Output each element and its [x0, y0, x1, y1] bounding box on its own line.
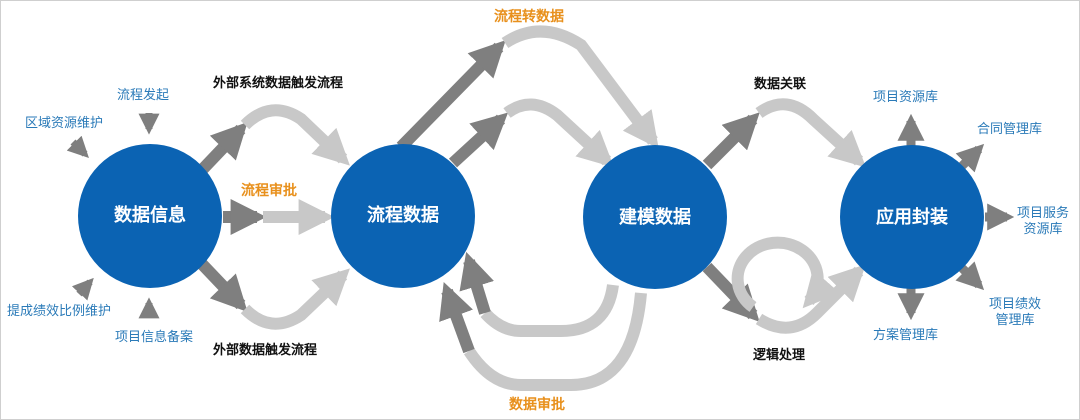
label-process-start: 流程发起 [117, 88, 170, 103]
arrow-down-dark [196, 258, 248, 312]
label-region-resource: 区域资源维护 [25, 116, 104, 131]
node-app-package-label: 应用封装 [876, 207, 948, 228]
arrow-region-resource [66, 135, 89, 158]
label-contract-mgmt: 合同管理库 [977, 122, 1043, 137]
label-external-data-trigger: 外部数据触发流程 [213, 343, 318, 358]
arrow-outer-dark [396, 40, 506, 152]
arrow-inner-light [503, 98, 615, 168]
node-modeling-data-label: 建模数据 [619, 207, 691, 228]
label-data-link: 数据关联 [754, 77, 807, 92]
label-logic-processing: 逻辑处理 [753, 348, 806, 363]
arrows-model-to-process [439, 251, 647, 391]
arrows-process-to-model [396, 25, 659, 168]
arrow-outer-light [501, 25, 659, 149]
label-project-performance-mgmt: 项目绩效管理库 [988, 297, 1041, 328]
node-modeling-data [583, 145, 727, 289]
label-commission-ratio: 提成绩效比例维护 [7, 304, 112, 319]
arrow-logic-loop [731, 236, 840, 312]
arrow-out-performance [955, 261, 985, 291]
label-project-service-resource: 项目服务资源库 [1016, 206, 1069, 237]
label-plan-mgmt: 方案管理库 [873, 328, 939, 343]
arrow-up-dark [196, 122, 248, 176]
arrow-up-light [240, 104, 350, 166]
node-process-data-label: 流程数据 [367, 205, 439, 226]
arrow-return-inner-light [480, 284, 619, 337]
arrow-logic-light [755, 264, 866, 334]
arrows-info-to-process [196, 104, 350, 330]
arrow-inner-dark [448, 112, 509, 168]
nodes [78, 144, 984, 289]
arrow-return-outer-light [463, 292, 647, 391]
node-process-data [331, 144, 475, 288]
arrow-return-inner-dark [459, 251, 494, 315]
node-app-package [840, 145, 984, 289]
arrow-down-light [240, 268, 350, 330]
label-project-filing: 项目信息备案 [115, 330, 194, 345]
arrows-model-to-app [702, 98, 867, 334]
label-process-approval: 流程审批 [241, 183, 297, 199]
input-arrows [66, 113, 160, 319]
node-data-info-label: 数据信息 [114, 205, 186, 226]
node-data-info [78, 144, 222, 288]
label-process-to-data: 流程转数据 [494, 9, 564, 25]
arrow-out-contract [955, 143, 985, 173]
label-external-system-trigger: 外部系统数据触发流程 [213, 76, 344, 91]
output-arrows [897, 113, 1015, 321]
arrow-link-dark [702, 112, 760, 170]
label-project-resource: 项目资源库 [873, 90, 939, 105]
label-data-approval: 数据审批 [509, 397, 565, 413]
arrow-link-light [755, 98, 867, 168]
arrow-commission-ratio [71, 277, 94, 301]
arrow-return-outer-dark [439, 281, 475, 354]
